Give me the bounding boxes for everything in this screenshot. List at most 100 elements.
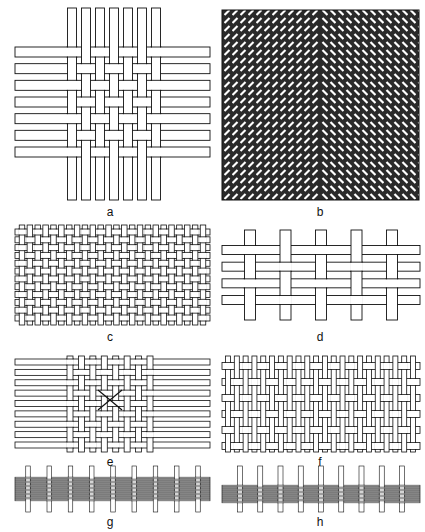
crossing-over: [131, 480, 137, 481]
crossing-over: [89, 484, 95, 485]
warp-strip: [384, 356, 389, 452]
crossing-edge: [18, 307, 25, 308]
crossing-edge: [295, 401, 302, 402]
crossing-edge: [66, 400, 74, 401]
crossing-edge: [89, 359, 97, 360]
crossing-edge: [279, 271, 292, 272]
crossing-over: [358, 498, 364, 499]
crossing-edge: [399, 490, 405, 491]
crossing-over: [113, 292, 120, 297]
warp-strip: [339, 466, 344, 512]
crossing-edge: [392, 410, 399, 411]
crossing-over: [298, 496, 304, 497]
crossing-edge: [366, 394, 373, 395]
crossing-over: [192, 261, 199, 266]
crossing-edge: [113, 260, 120, 261]
crossing-edge: [58, 283, 65, 284]
crossing-edge: [192, 235, 199, 236]
crossing-edge: [330, 401, 337, 402]
crossing-edge: [257, 487, 263, 488]
crossing-over: [129, 292, 136, 297]
crossing-edge: [89, 492, 95, 493]
crossing-edge: [277, 486, 283, 487]
crossing-over: [160, 229, 167, 234]
crossing-edge: [129, 260, 136, 261]
crossing-edge: [383, 433, 390, 434]
crossing-over: [151, 114, 162, 123]
warp-strip: [132, 466, 137, 512]
crossing-edge: [160, 250, 167, 251]
crossing-edge: [121, 242, 128, 243]
warp-strip: [111, 466, 116, 512]
crossing-edge: [184, 274, 191, 275]
crossing-edge: [146, 437, 154, 438]
weft-strip: [15, 489, 210, 491]
panel-letter: h: [310, 515, 330, 529]
crossing-edge: [113, 275, 120, 276]
crossing-edge: [89, 321, 96, 322]
crossing-over: [348, 427, 355, 433]
crossing-over: [89, 284, 96, 289]
crossing-over: [113, 276, 120, 281]
crossing-over: [89, 300, 96, 305]
weft-strip: [15, 442, 210, 448]
crossing-edge: [168, 299, 175, 300]
crossing-edge: [129, 313, 136, 314]
crossing-edge: [58, 305, 65, 306]
crossing-over: [46, 500, 52, 501]
warp-strip: [35, 225, 41, 325]
crossing-over: [174, 480, 180, 481]
crossing-edge: [244, 287, 257, 288]
crossing-edge: [25, 498, 31, 499]
crossing-edge: [68, 481, 74, 482]
crossing-edge: [136, 236, 143, 237]
crossing-edge: [144, 307, 151, 308]
crossing-edge: [58, 321, 65, 322]
crossing-edge: [97, 307, 104, 308]
crossing-edge: [42, 321, 49, 322]
warp-strip: [82, 8, 91, 200]
crossing-edge: [144, 313, 151, 314]
crossing-edge: [144, 297, 151, 298]
crossing-over: [95, 147, 106, 156]
crossing-over: [339, 443, 346, 449]
crossing-edge: [153, 485, 159, 486]
crossing-edge: [237, 493, 243, 494]
crossing-edge: [152, 242, 159, 243]
crossing-edge: [136, 315, 143, 316]
crossing-edge: [184, 315, 191, 316]
crossing-edge: [144, 250, 151, 251]
crossing-over: [110, 490, 116, 491]
crossing-over: [18, 308, 25, 313]
crossing-edge: [251, 449, 258, 450]
crossing-over: [105, 237, 112, 242]
crossing-over: [260, 395, 267, 401]
crossing-over: [151, 81, 162, 90]
crossing-edge: [81, 275, 88, 276]
crossing-over: [277, 486, 283, 487]
crossing-edge: [97, 244, 104, 245]
crossing-over: [318, 490, 324, 491]
crossing-edge: [286, 385, 293, 386]
crossing-over: [46, 492, 52, 493]
crossing-over: [322, 443, 329, 449]
crossing-over: [357, 379, 364, 385]
crossing-over: [89, 237, 96, 242]
crossing-edge: [34, 275, 41, 276]
crossing-over: [105, 268, 112, 273]
crossing-over: [78, 391, 86, 396]
crossing-over: [123, 114, 134, 123]
crossing-edge: [298, 495, 304, 496]
crossing-edge: [160, 229, 167, 230]
crossing-edge: [234, 442, 241, 443]
crossing-edge: [81, 140, 92, 141]
crossing-edge: [135, 421, 143, 422]
crossing-edge: [322, 410, 329, 411]
crossing-edge: [50, 229, 57, 230]
crossing-over: [89, 268, 96, 273]
warp-strip: [59, 225, 65, 325]
crossing-edge: [374, 378, 381, 379]
crossing-edge: [237, 485, 243, 486]
crossing-over: [68, 482, 74, 483]
crossing-edge: [366, 433, 373, 434]
